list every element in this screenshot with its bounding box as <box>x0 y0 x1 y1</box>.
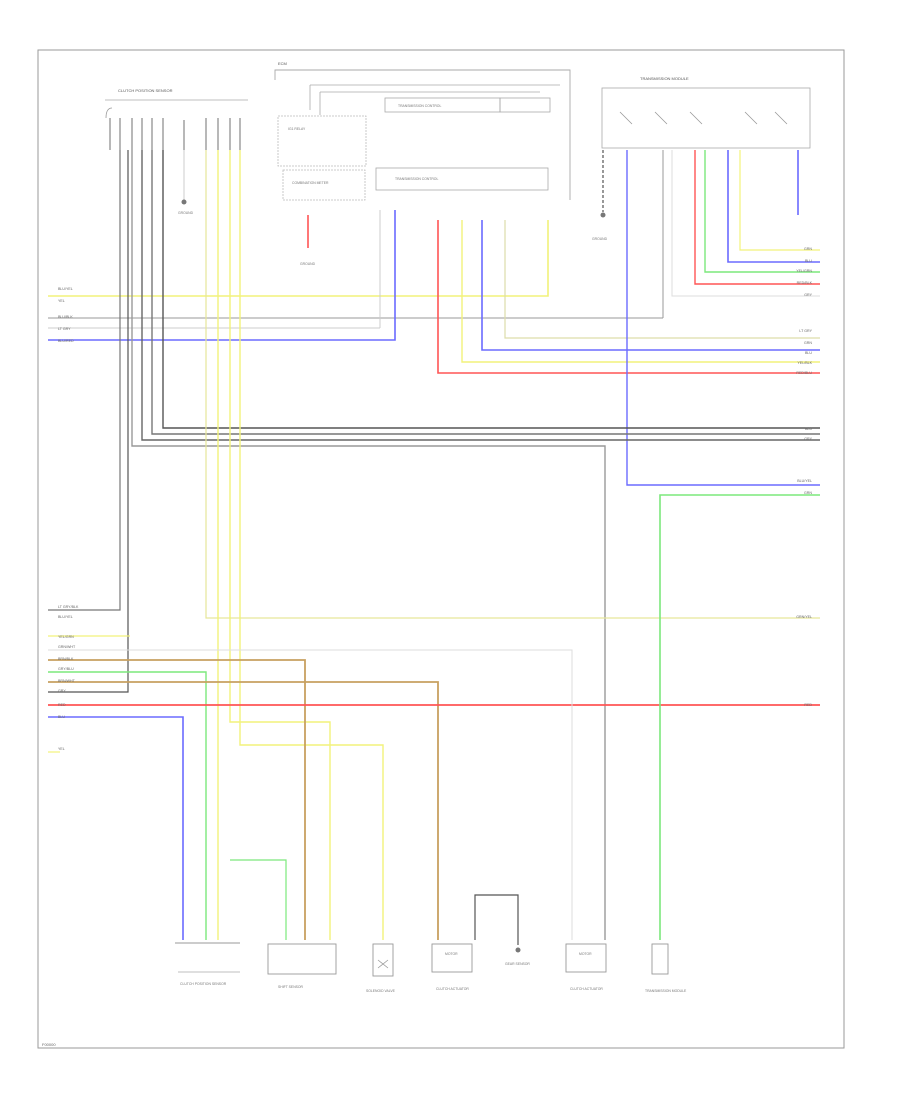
transmission-module-bottom: TRANSMISSION MODULE <box>645 943 687 993</box>
right-wire-label: LT GRY <box>799 329 812 333</box>
ig1-relay-label: IG1 RELAY <box>288 127 306 131</box>
right-wire-label: BLU <box>805 427 812 431</box>
left-wire-label: GRY/BLU <box>58 667 74 671</box>
wire-blue-tm3 <box>626 150 820 486</box>
right-wire-label: RED/BLK <box>797 281 813 285</box>
wire-yellow-down3 <box>229 150 331 940</box>
wire-bundle-dark <box>131 150 820 940</box>
clutch-actuator-1-label: CLUTCH ACTUATOR <box>436 987 469 991</box>
wire-blue-r3 <box>481 220 820 351</box>
left-wire-label: BRN/WHT <box>58 679 76 683</box>
shift-sensor-label: SHIFT SENSOR <box>278 985 304 989</box>
combination-meter-label: COMBINATION METER <box>292 181 329 185</box>
left-wire-label: BLU/RED <box>58 339 74 343</box>
solenoid-valve-label: SOLENOID VALVE <box>366 989 396 993</box>
right-wire-label: GRY <box>804 293 812 297</box>
wire-green-right <box>659 494 820 940</box>
clutch-position-sensor-bottom: CLUTCH POSITION SENSOR <box>175 942 240 986</box>
right-wire-label: YEL/GRN <box>796 269 812 273</box>
left-wire-label: LT GRY/BLK <box>58 605 79 609</box>
ecm-label: ECM <box>278 61 287 66</box>
right-wire-label: GRN <box>804 341 812 345</box>
left-wire-label: GRN/WHT <box>58 645 76 649</box>
clutch-actuator-1: MOTOR CLUTCH ACTUATOR <box>431 943 473 991</box>
wire-yellow-tm <box>739 150 820 251</box>
transmission-control-bottom-label: TRANSMISSION CONTROL <box>395 177 438 181</box>
right-wire-label: GRY <box>804 437 812 441</box>
wire-blue-717 <box>48 716 184 940</box>
left-wire-label: BLU <box>58 715 65 719</box>
right-wire-labels: GRN BLU YEL/GRN RED/BLK GRY LT GRY GRN BLU YEL/B… <box>796 247 812 707</box>
wire-green-tm <box>704 150 820 273</box>
right-wire-label: BLU <box>805 351 812 355</box>
right-wire-label: GRN <box>804 491 812 495</box>
clutch-actuator-2-label: CLUTCH ACTUATOR <box>570 987 603 991</box>
ecm-block: ECM IG1 RELAY COMBINATION METER TRANSMIS… <box>274 61 571 201</box>
wire-dark-loop <box>474 894 519 945</box>
ground-right-label: GROUND <box>592 237 608 241</box>
right-wire-label: GRN/YEL <box>796 615 812 619</box>
wire-yellow-down4 <box>239 150 384 940</box>
ground-mid: GROUND <box>300 262 316 266</box>
motor1-label: MOTOR <box>445 952 458 956</box>
diagram-code: F00000 <box>42 1042 56 1047</box>
left-wire-label: GRY <box>58 689 66 693</box>
left-wire-label: BLU/YEL <box>58 287 73 291</box>
ground-top: GROUND <box>178 150 194 215</box>
wire-yellow-r2 <box>461 220 820 363</box>
clutch-position-sensor-bottom-label: CLUTCH POSITION SENSOR <box>180 982 227 986</box>
left-wire-label: BRN/BLK <box>58 657 74 661</box>
wire-green-shift <box>230 859 287 940</box>
shift-sensor: SHIFT SENSOR <box>267 943 337 989</box>
wire-yellow-top <box>48 220 549 297</box>
transmission-control-top-label: TRANSMISSION CONTROL <box>398 104 441 108</box>
left-wire-label: LT GRY <box>58 327 71 331</box>
wire-light-650 <box>48 649 573 940</box>
right-wire-label: BLU/YEL <box>797 479 812 483</box>
clutch-position-sensor-top: CLUTCH POSITION SENSOR <box>105 88 248 150</box>
wire-gray-left1 <box>48 150 121 611</box>
diagram-frame <box>37 49 845 1049</box>
ground-top-label: GROUND <box>178 211 194 215</box>
right-wire-label: BLU <box>805 259 812 263</box>
motor2-label: MOTOR <box>579 952 592 956</box>
wire-yellow-down1 <box>205 150 820 619</box>
left-wire-label: BLU/BLK <box>58 315 73 319</box>
right-wire-label: GRN <box>804 247 812 251</box>
right-wire-label: RED <box>804 703 812 707</box>
right-wire-label: YEL/BLK <box>797 361 812 365</box>
left-wire-label: RED <box>58 703 66 707</box>
left-wire-label: YEL/GRN <box>58 635 74 639</box>
transmission-module-top-label: TRANSMISSION MODULE <box>640 76 689 81</box>
left-wire-label: YEL <box>58 747 65 751</box>
left-wire-label: YEL <box>58 299 65 303</box>
solenoid-valve: SOLENOID VALVE <box>366 943 396 993</box>
ground-mid-label: GROUND <box>300 262 316 266</box>
left-wire-label: BLU/YEL <box>58 615 73 619</box>
wire-blue-tm <box>727 150 820 263</box>
wire-brown-682 <box>48 681 439 940</box>
left-wire-labels: BLU/YEL YEL BLU/BLK LT GRY BLU/RED LT GRY/BLK… <box>58 287 79 751</box>
wire-green-672 <box>48 671 207 940</box>
transmission-module-top: TRANSMISSION MODULE <box>601 76 811 149</box>
ground-right: GROUND <box>592 212 608 241</box>
right-wire-label: RED/BLU <box>796 371 812 375</box>
wire-light-r1 <box>504 220 820 339</box>
gear-sensor-label: GEAR SENSOR <box>505 962 530 966</box>
wire-gray-left2 <box>48 150 129 693</box>
wire-red-r4 <box>437 220 820 374</box>
wire-light-tm <box>671 150 820 297</box>
clutch-position-sensor-top-label: CLUTCH POSITION SENSOR <box>118 88 173 93</box>
wire-red-tm <box>694 150 820 285</box>
gear-sensor: GEAR SENSOR <box>505 947 530 966</box>
transmission-module-bottom-label: TRANSMISSION MODULE <box>645 989 687 993</box>
clutch-actuator-2: MOTOR CLUTCH ACTUATOR <box>565 943 607 991</box>
wire-blue-340 <box>48 210 396 341</box>
wire-brown-660 <box>48 659 306 940</box>
